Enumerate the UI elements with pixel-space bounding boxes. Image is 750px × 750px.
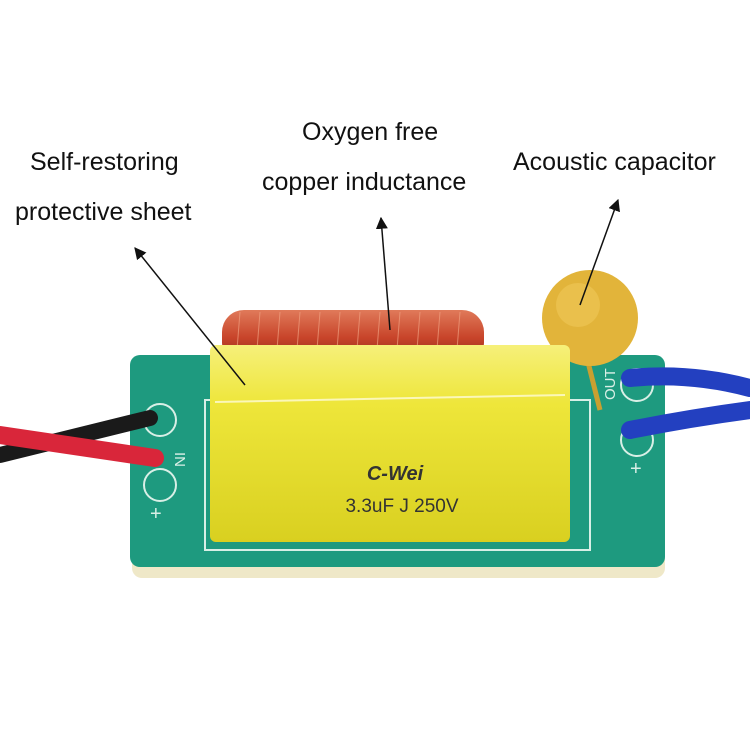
wires [0, 367, 750, 467]
output-mark: OUT [602, 368, 619, 400]
capacitor-rating: 3.3uF J 250V [345, 496, 458, 517]
label-sheet-line2: protective sheet [15, 198, 192, 226]
film-capacitor: C-Wei 3.3uF J 250V [210, 345, 570, 542]
label-inductor-line2: copper inductance [262, 168, 467, 196]
arrow-capacitor [579, 198, 620, 306]
arrow-sheet [134, 247, 246, 386]
arrow-inductor [375, 216, 391, 331]
label-inductor-line1: Oxygen free [302, 118, 439, 146]
acoustic-disc-capacitor [542, 270, 638, 411]
label-capacitor: Acoustic capacitor [513, 148, 716, 176]
input-mark: IN [171, 452, 188, 467]
plus-mark-output: + [630, 458, 642, 480]
label-sheet-line1: Self-restoring [30, 148, 179, 176]
capacitor-brand: C-Wei [367, 463, 424, 485]
plus-mark-input: + [150, 503, 162, 525]
